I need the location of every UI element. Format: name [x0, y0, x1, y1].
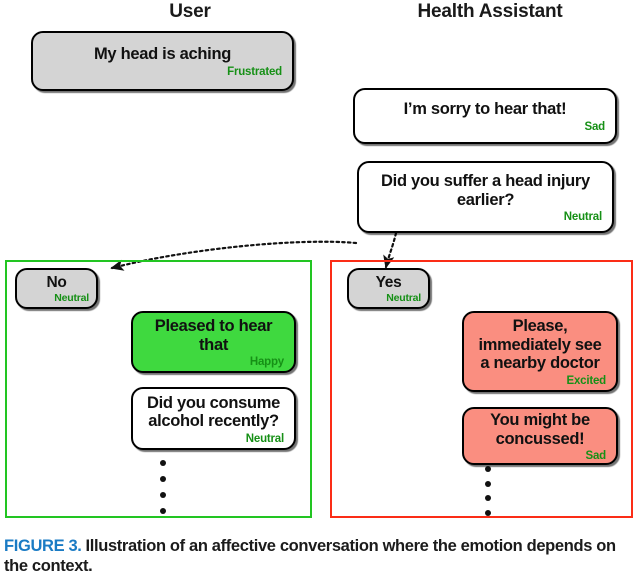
emotion-label: Sad — [585, 450, 607, 463]
ellipsis-yes-branch — [482, 466, 494, 516]
chat-bubble-message: I’m sorry to hear that! — [403, 100, 567, 119]
figure-caption: FIGURE 3.Illustration of an affective co… — [4, 536, 632, 577]
chat-bubble-user-1[interactable]: My head is aching Frustrated — [31, 31, 294, 91]
ellipsis-no-branch — [157, 460, 169, 514]
chat-bubble-message: You might be concussed! — [490, 411, 590, 448]
emotion-label: Neutral — [386, 291, 421, 304]
chat-bubble-message: No — [46, 273, 67, 291]
chat-bubble-message: Yes — [375, 273, 402, 291]
emotion-label: Neutral — [54, 291, 89, 304]
column-header-user: User — [169, 1, 211, 22]
chat-bubble-user-yes[interactable]: Yes Neutral — [347, 268, 430, 309]
emotion-label: Excited — [566, 374, 606, 387]
column-header-health-assistant: Health Assistant — [417, 1, 563, 22]
emotion-label: Frustrated — [227, 65, 282, 78]
emotion-label: Happy — [249, 356, 284, 369]
chat-bubble-message: Did you consume alcohol recently? — [146, 393, 281, 431]
chat-bubble-message: Pleased to hear that — [154, 317, 273, 354]
figure-caption-text: Illustration of an affective conversatio… — [4, 537, 616, 576]
emotion-label: Sad — [584, 120, 606, 133]
branch-panel-no: No Neutral Pleased to hear that Happy Di… — [5, 260, 312, 518]
chat-bubble-assistant-yes-2[interactable]: You might be concussed! Sad — [462, 407, 618, 465]
figure-number: FIGURE 3. — [4, 537, 82, 555]
chat-bubble-message: My head is aching — [93, 45, 232, 64]
chat-bubble-message: Please, immediately see a nearby doctor — [478, 317, 602, 373]
chat-bubble-message: Did you suffer a head injury earlier? — [381, 172, 590, 209]
chat-bubble-assistant-1[interactable]: I’m sorry to hear that! Sad — [353, 88, 617, 144]
emotion-label: Neutral — [245, 432, 284, 445]
chat-bubble-user-no[interactable]: No Neutral — [15, 268, 98, 309]
chat-bubble-assistant-yes-1[interactable]: Please, immediately see a nearby doctor … — [462, 311, 618, 392]
branch-panel-yes: Yes Neutral Please, immediately see a ne… — [330, 260, 633, 518]
chat-bubble-assistant-no-1[interactable]: Pleased to hear that Happy — [131, 311, 296, 373]
chat-bubble-assistant-no-2[interactable]: Did you consume alcohol recently? Neutra… — [131, 387, 296, 450]
chat-bubble-assistant-2[interactable]: Did you suffer a head injury earlier? Ne… — [357, 161, 614, 233]
emotion-label: Neutral — [563, 211, 602, 224]
